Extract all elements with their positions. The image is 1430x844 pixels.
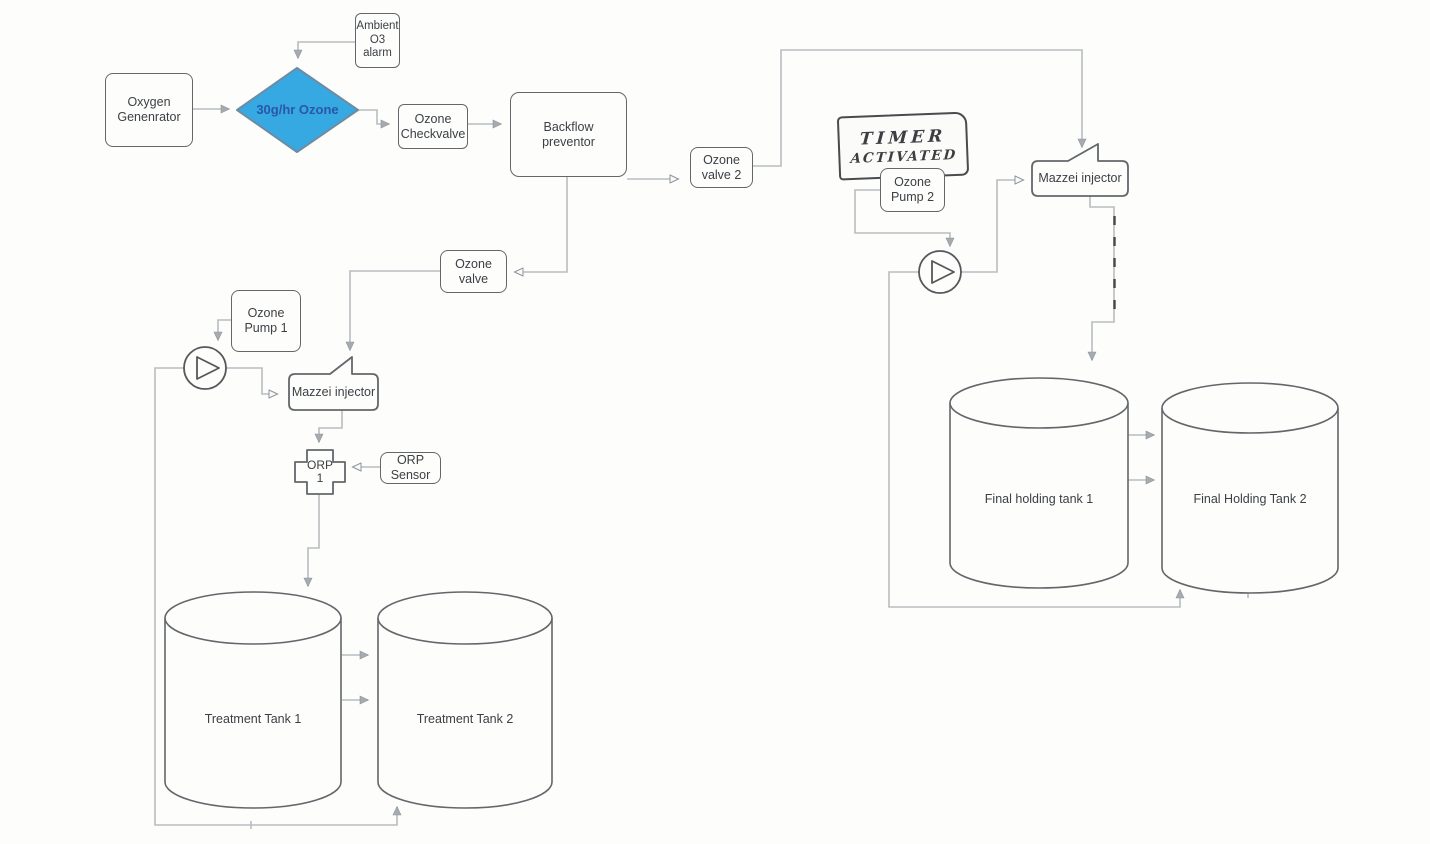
connector-pump1-to-mazzei1 (226, 367, 277, 394)
ozone-valve-label: Ozone valve (455, 256, 492, 286)
mazzei-injector-1-label: Mazzei injector (291, 384, 376, 399)
node-ozone-pump-1: Ozone Pump 1 (231, 290, 301, 352)
ozone-pump-1-label: Ozone Pump 1 (244, 306, 288, 335)
mazzei-injector-2-shape (1031, 143, 1129, 197)
final-tank-1-body (949, 403, 1129, 589)
connector-orp1-to-tank1 (303, 494, 320, 588)
orp-1-label: ORP 1 (306, 457, 333, 485)
connector-pump2box-to-pump2 (854, 189, 955, 248)
oxygen-generator-label: Oxygen Genenrator (117, 95, 181, 124)
final-tank-2-body (1161, 408, 1339, 594)
connector-diamond-to-checkvalve (358, 109, 391, 129)
node-ozone-pump-2: Ozone Pump 2 (880, 168, 945, 212)
connector-pump1-return-loop (154, 367, 402, 826)
connector-valve-to-mazzei1 (345, 270, 440, 352)
ambient-alarm-label: Ambient O3 alarm (356, 20, 399, 60)
treatment-tank-2-body (377, 618, 553, 809)
connector-mazzei2-to-finaltank1 (1087, 196, 1115, 362)
ozone-valve-2-label: Ozone valve 2 (701, 152, 742, 182)
pump-2-icon (918, 250, 962, 294)
connector-backflow-to-valve (515, 177, 568, 272)
treatment-tank-2-label: Treatment Tank 2 (416, 711, 514, 726)
node-ozone-valve-2: Ozone valve 2 (690, 147, 753, 188)
node-ozone-valve: Ozone valve (440, 250, 507, 293)
treatment-tank-2-top (377, 591, 553, 645)
final-tank-1-top (949, 377, 1129, 429)
orp-sensor-label: ORP Sensor (390, 453, 431, 482)
final-tank-2-top (1161, 382, 1339, 434)
node-ambient-o3-alarm: Ambient O3 alarm (355, 13, 400, 68)
connector-alarm-to-diamond (293, 41, 355, 60)
connector-pump2-return-loop (888, 271, 1185, 608)
pump-2-triangle-icon (931, 260, 955, 284)
final-holding-tank-1-label: Final holding tank 1 (984, 491, 1094, 506)
timer-note-line1: TIMER (858, 125, 947, 150)
ozone-checkvalve-label: Ozone Checkvalve (400, 111, 466, 141)
ozone-rate-diamond (236, 67, 359, 153)
connector-mazzei1-to-orp1 (314, 410, 343, 444)
mazzei-injector-1-shape (288, 356, 379, 411)
treatment-tank-1-top (164, 591, 342, 645)
pump-symbols (183, 250, 962, 390)
node-orp-sensor: ORP Sensor (380, 452, 441, 484)
tank-shapes (164, 377, 1339, 809)
final-holding-tank-2-label: Final Holding Tank 2 (1193, 491, 1307, 506)
connector-group (154, 41, 1249, 829)
node-oxygen-generator: Oxygen Genenrator (105, 73, 193, 147)
treatment-tank-1-body (164, 618, 342, 809)
ozone-rate-label: 30g/hr Ozone (256, 102, 339, 118)
pump-1-icon (183, 346, 227, 390)
mazzei-injector-2-label: Mazzei injector (1038, 170, 1122, 185)
orp-1-shape (294, 449, 346, 495)
connector-pump2-to-mazzei2 (961, 180, 1023, 273)
treatment-tank-1-label: Treatment Tank 1 (204, 711, 302, 726)
node-ozone-checkvalve: Ozone Checkvalve (398, 104, 468, 149)
node-backflow-preventor: Backflow preventor (510, 92, 627, 177)
timer-note-line2: ACTIVATED (849, 146, 958, 167)
backflow-preventor-label: Backflow preventor (542, 119, 595, 149)
ozone-pump-2-label: Ozone Pump 2 (890, 175, 935, 204)
connector-pump1box-to-pump1 (213, 319, 231, 342)
connector-valve2-to-mazzei2 (753, 49, 1087, 167)
pump-1-triangle-icon (196, 356, 220, 380)
